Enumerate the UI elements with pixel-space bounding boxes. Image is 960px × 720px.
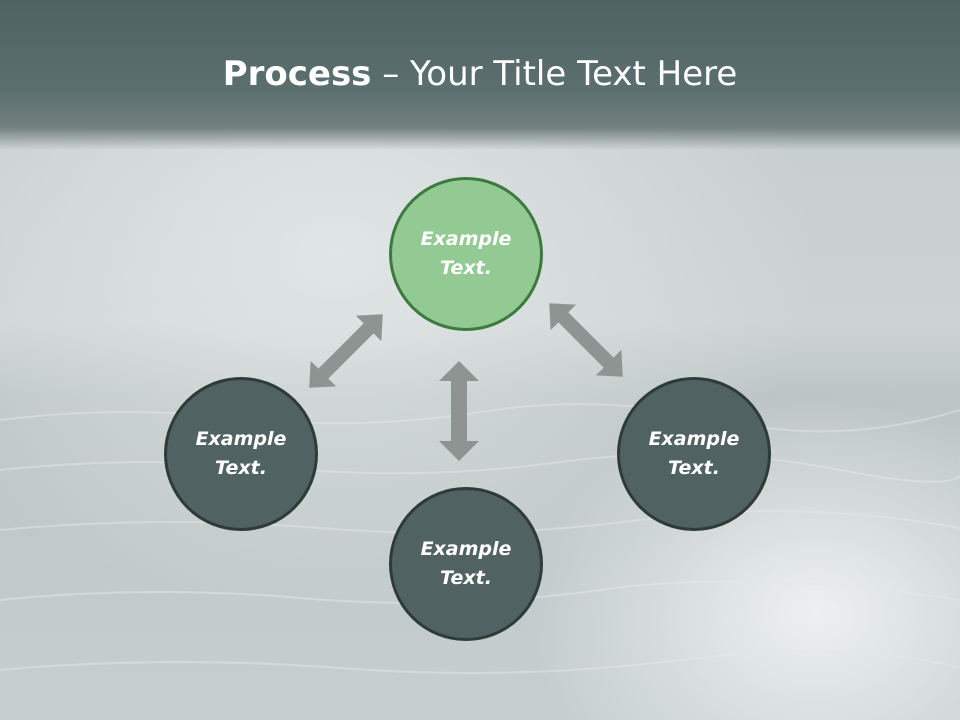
double-arrow-vertical bbox=[439, 361, 479, 461]
node-label: Example Text. bbox=[195, 428, 287, 479]
node-label: Example Text. bbox=[420, 228, 512, 279]
double-arrow-top-left bbox=[309, 314, 383, 388]
title-rest: – Your Title Text Here bbox=[371, 54, 738, 94]
process-node-top: Example Text. bbox=[389, 177, 543, 331]
node-label: Example Text. bbox=[648, 428, 740, 479]
page-title: Process – Your Title Text Here bbox=[0, 52, 960, 96]
process-node-bottom: Example Text. bbox=[389, 487, 543, 641]
node-label: Example Text. bbox=[420, 538, 512, 589]
title-bar bbox=[0, 0, 960, 150]
title-bold: Process bbox=[222, 54, 372, 94]
process-node-right: Example Text. bbox=[617, 377, 771, 531]
process-node-left: Example Text. bbox=[164, 377, 318, 531]
double-arrow-top-right bbox=[549, 303, 623, 377]
